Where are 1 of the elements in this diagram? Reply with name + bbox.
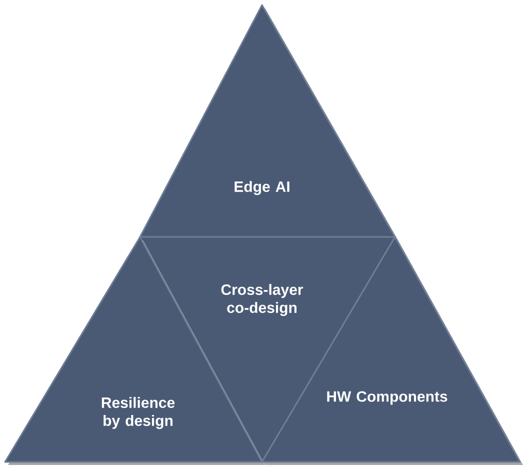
triangle-segment: Edge AI: [139, 4, 398, 240]
